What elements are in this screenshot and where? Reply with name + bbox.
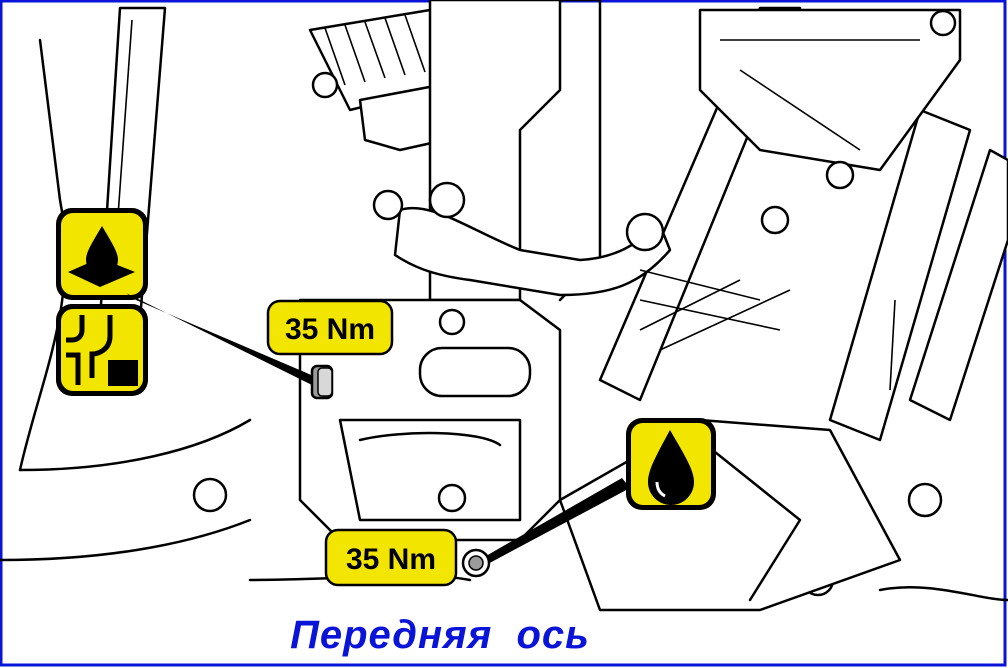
torque-label-lower: 35 Nm	[324, 528, 458, 587]
mechanical-drawing	[0, 0, 1008, 612]
upper-drain-plug	[310, 364, 334, 400]
lower-drain-plug	[461, 548, 491, 578]
leader-lines	[126, 293, 630, 566]
diagram-caption: Передняя ось	[290, 613, 590, 657]
oil-drop-icon	[626, 418, 716, 510]
torque-value-lower: 35 Nm	[346, 543, 436, 576]
torque-value-upper: 35 Nm	[285, 313, 375, 346]
torque-label-upper: 35 Nm	[266, 299, 394, 356]
plug-icon	[56, 304, 148, 396]
sealant-icon	[56, 208, 148, 300]
